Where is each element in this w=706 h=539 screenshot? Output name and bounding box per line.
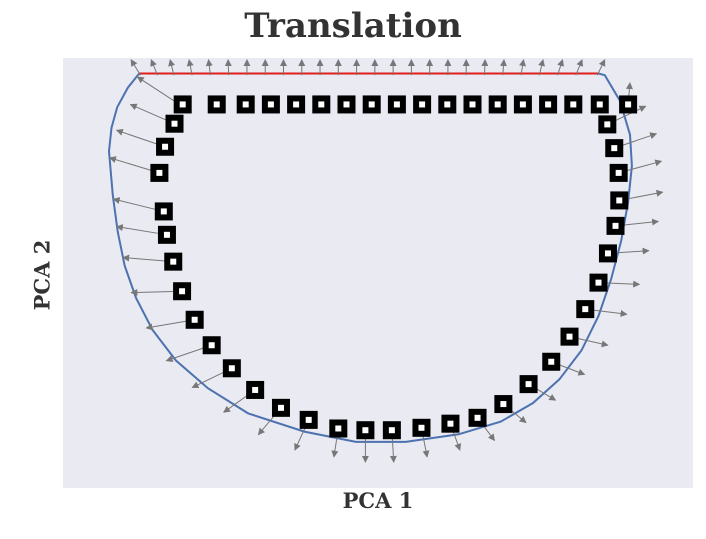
data-point [519,375,538,394]
data-point [287,95,306,114]
data-point [299,410,318,429]
data-point [261,95,280,114]
data-point [173,282,192,301]
x-axis-label: PCA 1 [342,488,414,513]
data-point [312,95,331,114]
data-point [441,414,460,433]
data-point [222,359,241,378]
data-point [207,95,226,114]
displacement-arrow [136,76,180,105]
data-point [150,163,169,182]
data-point [576,300,595,319]
data-point [463,95,482,114]
data-point [598,115,617,134]
data-point [598,244,617,263]
data-point [610,191,629,210]
displacement-arrow [224,59,232,76]
displacement-arrow [557,59,564,76]
data-point [387,95,406,114]
chart-title: Translation [244,6,462,46]
data-point [605,139,624,158]
data-point [590,95,609,114]
data-point [606,216,625,235]
data-point [173,95,192,114]
displacement-arrow [168,59,175,76]
displacement-arrow [575,59,583,76]
data-point [362,95,381,114]
data-point [382,421,401,440]
displacement-arrow [596,59,606,76]
displacement-arrow [186,59,194,76]
data-point [539,95,558,114]
displacement-arrow [500,59,507,76]
displacement-arrow [519,59,526,76]
boundary-curve [107,72,633,443]
data-point [513,95,532,114]
data-point [157,225,176,244]
displacement-arrow [150,59,158,76]
displacement-arrow [205,59,213,76]
data-point [542,352,561,371]
data-point [154,202,173,221]
data-point [468,408,487,427]
data-point [564,95,583,114]
displacement-arrow [130,59,141,76]
data-point [164,252,183,271]
data-point [156,137,175,156]
data-point [185,310,204,329]
data-point [488,95,507,114]
displacement-arrow [481,59,489,76]
data-point [165,114,184,133]
data-point [246,380,265,399]
data-point [494,395,513,414]
data-point [356,421,375,440]
data-point [438,95,457,114]
data-point [589,273,608,292]
data-point [329,419,348,438]
data-point [560,327,579,346]
data-point [271,398,290,417]
data-point [202,336,221,355]
data-point [609,163,628,182]
y-axis-label: PCA 2 [29,239,55,311]
data-point [413,95,432,114]
data-point [619,95,638,114]
displacement-arrow [538,59,545,76]
data-point [412,418,431,437]
data-point [337,95,356,114]
data-point [236,95,255,114]
